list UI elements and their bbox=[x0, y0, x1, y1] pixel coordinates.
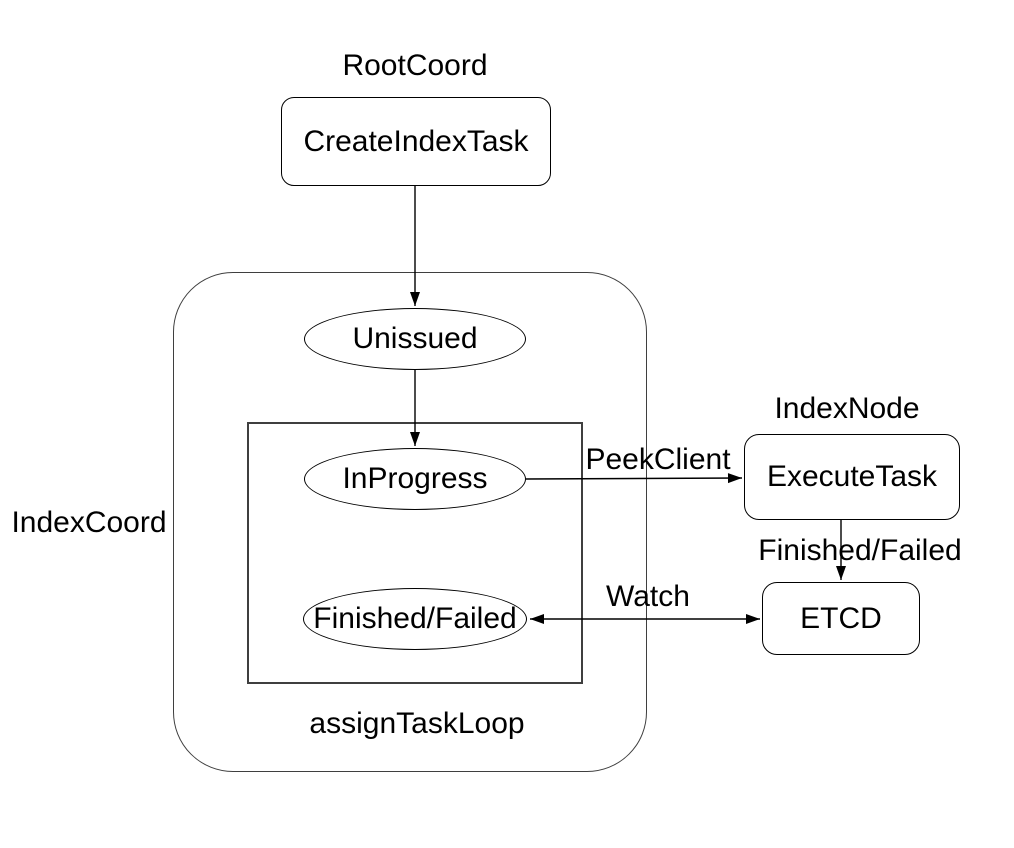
node-execute-task: ExecuteTask bbox=[744, 434, 960, 520]
group-label-index-coord: IndexCoord bbox=[11, 505, 167, 539]
node-etcd-label: ETCD bbox=[800, 601, 882, 635]
edge-label-peek-client: PeekClient bbox=[585, 442, 731, 476]
node-in-progress-label: InProgress bbox=[342, 462, 488, 495]
node-finished-failed-label: Finished/Failed bbox=[313, 602, 517, 635]
node-in-progress: InProgress bbox=[304, 448, 526, 510]
edge-label-finished-failed: Finished/Failed bbox=[758, 533, 962, 567]
node-execute-task-label: ExecuteTask bbox=[766, 460, 938, 493]
node-create-index-task: CreateIndexTask bbox=[281, 97, 551, 186]
node-unissued-label: Unissued bbox=[352, 322, 478, 355]
group-label-root-coord: RootCoord bbox=[342, 48, 488, 82]
group-label-assign-task-loop: assignTaskLoop bbox=[309, 706, 525, 740]
node-etcd: ETCD bbox=[762, 582, 920, 655]
node-unissued: Unissued bbox=[304, 308, 526, 370]
index-coord-container bbox=[173, 272, 647, 772]
node-create-index-task-label: CreateIndexTask bbox=[303, 124, 529, 158]
edge-label-watch: Watch bbox=[606, 579, 690, 613]
node-finished-failed: Finished/Failed bbox=[303, 588, 527, 650]
group-label-index-node: IndexNode bbox=[774, 391, 920, 425]
